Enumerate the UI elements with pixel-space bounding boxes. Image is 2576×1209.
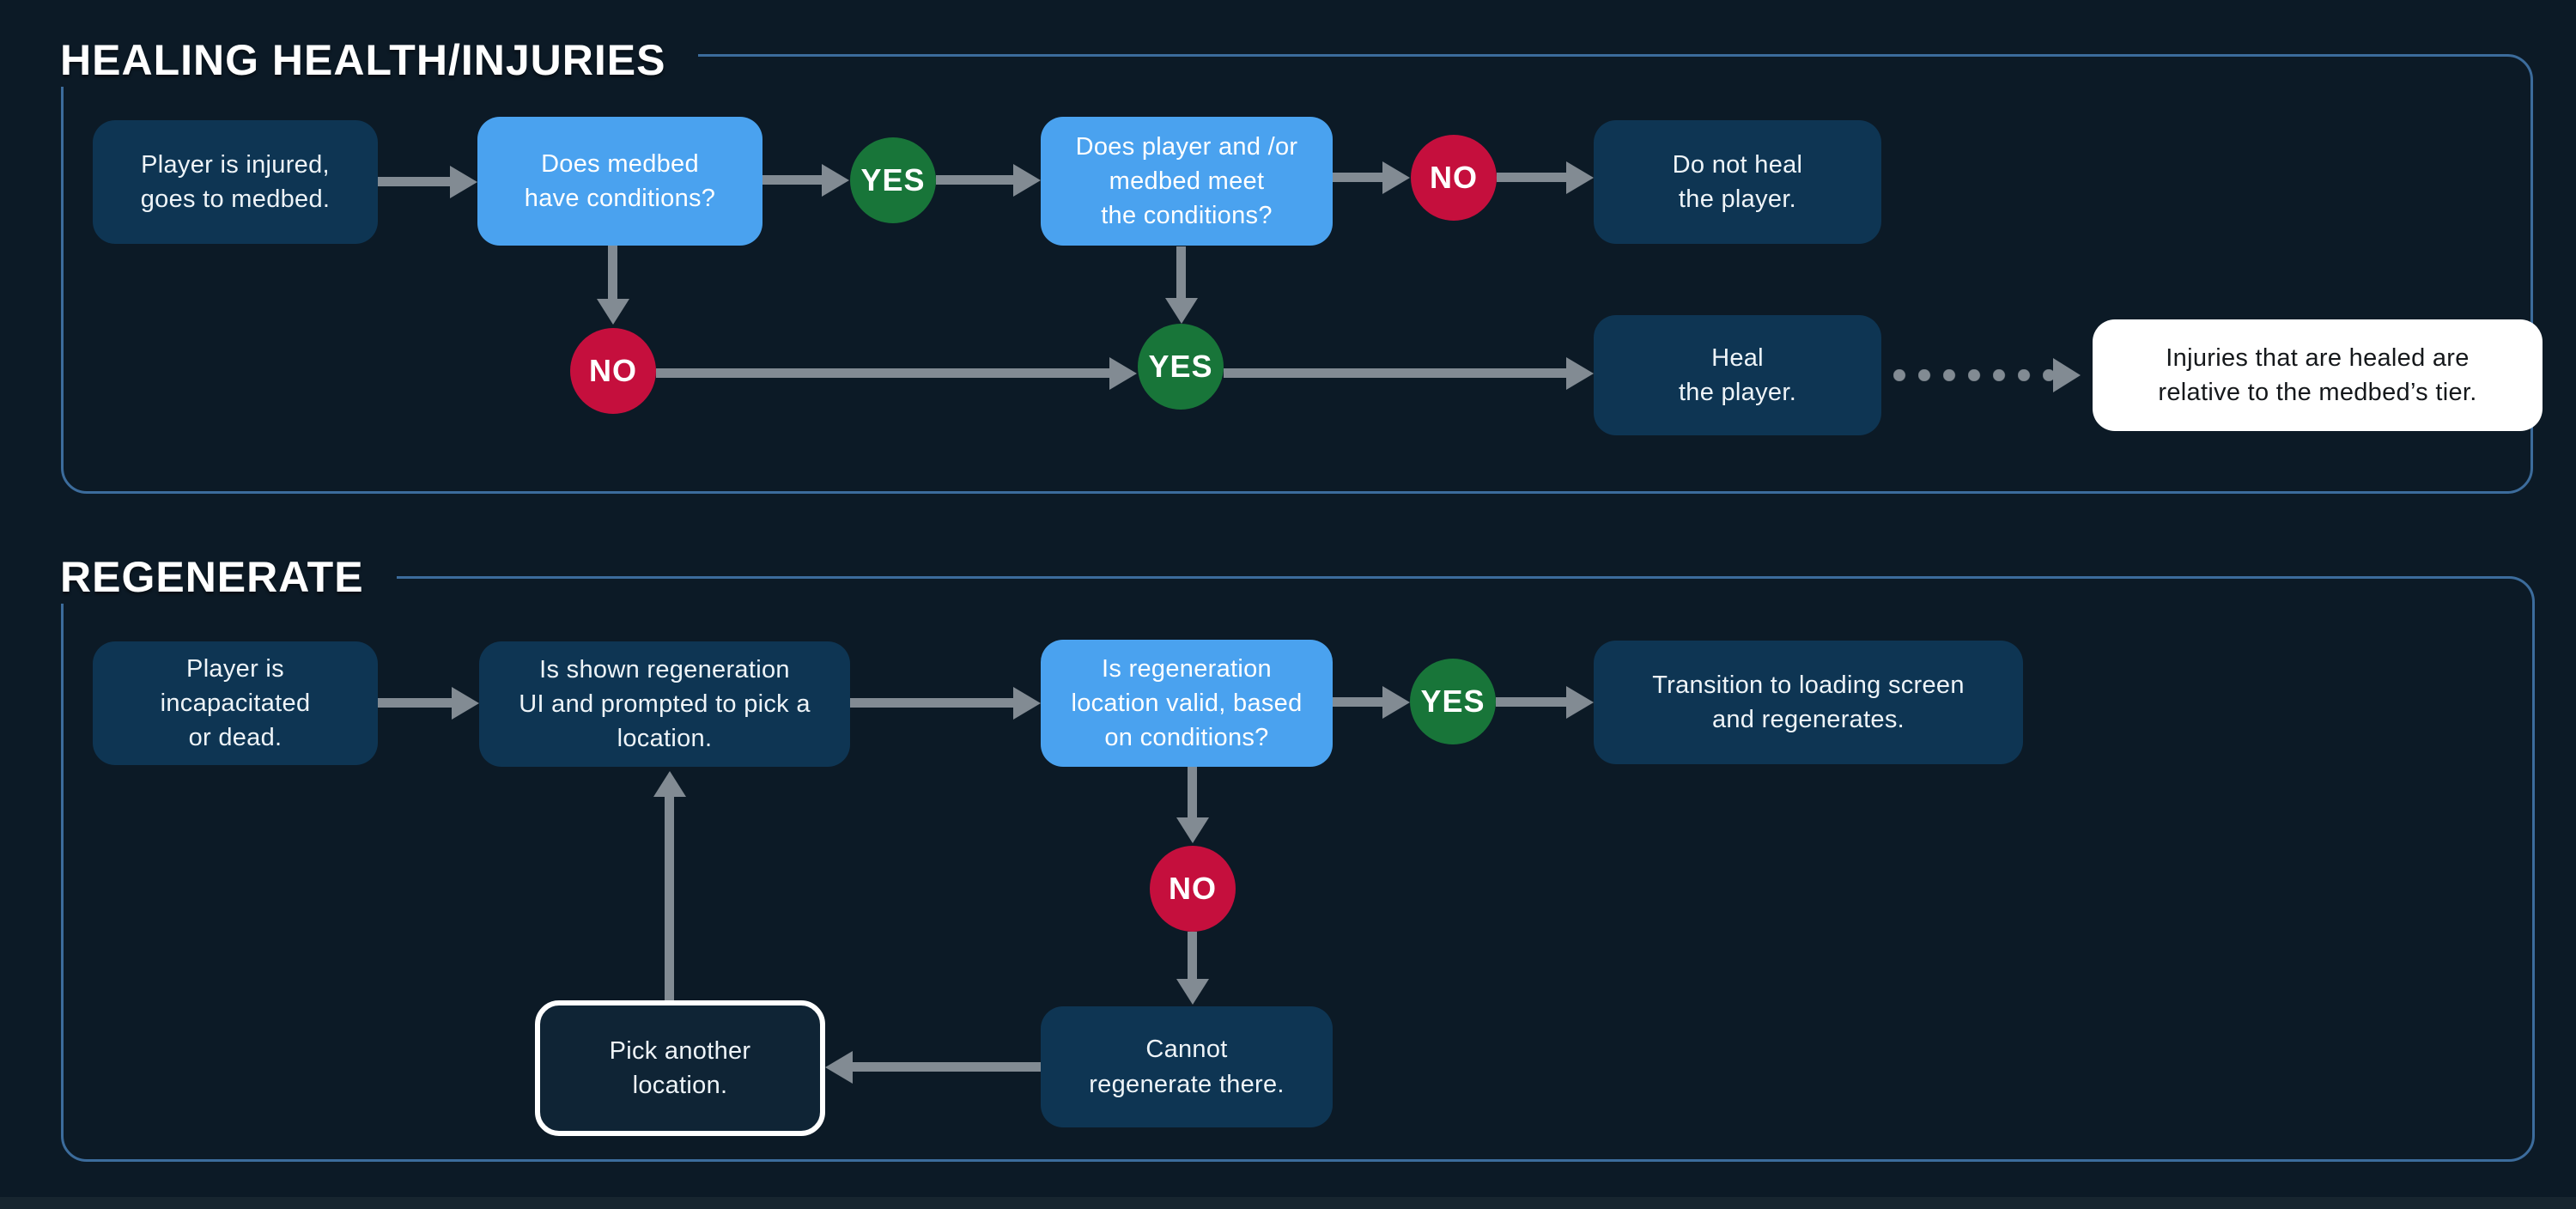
node-heal-player: Heal the player.	[1594, 315, 1881, 435]
badge-no-top: NO	[1411, 135, 1497, 221]
node-label: Player is incapacitated or dead.	[160, 654, 311, 751]
note-injuries-relative-to-tier: Injuries that are healed are relative to…	[2093, 319, 2543, 431]
node-label: Pick another location.	[609, 1036, 751, 1099]
node-label: Is regeneration location valid, based on…	[1071, 654, 1303, 751]
node-transition-loading: Transition to loading screen and regener…	[1594, 641, 2023, 764]
arrow-incapacitated-to-ui	[378, 698, 452, 708]
node-label: Does player and /or medbed meet the cond…	[1075, 132, 1298, 229]
badge-yes-top: YES	[850, 137, 936, 223]
badge-label: YES	[860, 162, 926, 197]
node-label: Transition to loading screen and regener…	[1652, 671, 1965, 733]
badge-yes-regenerate: YES	[1410, 659, 1496, 744]
badge-label: YES	[1420, 683, 1485, 719]
arrow-yes-to-transition	[1496, 697, 1566, 707]
arrow-injured-to-medbed-conditions	[378, 177, 450, 186]
badge-no-bottom: NO	[570, 328, 656, 414]
node-label: Is shown regeneration UI and prompted to…	[519, 655, 811, 752]
arrow-dotted-heal-to-note	[1893, 369, 2053, 381]
panel-regenerate	[61, 576, 2535, 1162]
section-title-regenerate: REGENERATE	[48, 550, 397, 604]
node-label: Does medbed have conditions?	[524, 149, 716, 212]
node-do-not-heal: Do not heal the player.	[1594, 120, 1881, 244]
decision-regeneration-location-valid: Is regeneration location valid, based on…	[1041, 640, 1333, 767]
decision-player-medbed-meet-conditions: Does player and /or medbed meet the cond…	[1041, 117, 1333, 246]
arrow-ui-to-location-valid	[850, 698, 1013, 708]
badge-label: NO	[1430, 160, 1478, 195]
arrow-yes-bottom-to-heal	[1224, 368, 1566, 378]
node-label: Heal the player.	[1678, 343, 1797, 406]
arrow-location-valid-down-to-no	[1188, 767, 1197, 817]
arrow-medbed-conditions-down-to-no	[608, 246, 617, 299]
arrow-cannot-regenerate-to-pick-another	[853, 1062, 1041, 1072]
node-label: Do not heal the player.	[1672, 150, 1803, 213]
arrow-location-valid-to-yes	[1333, 697, 1382, 707]
arrow-pick-another-up-to-ui	[665, 797, 674, 1000]
section-title-healing: HEALING HEALTH/INJURIES	[48, 33, 699, 87]
node-pick-another-location: Pick another location.	[535, 1000, 825, 1136]
badge-yes-bottom: YES	[1138, 324, 1224, 410]
node-label: Player is injured, goes to medbed.	[140, 150, 331, 213]
badge-label: NO	[589, 353, 637, 388]
bottom-strip	[0, 1197, 2576, 1209]
panel-healing	[61, 54, 2533, 494]
node-shown-regeneration-ui: Is shown regeneration UI and prompted to…	[479, 641, 850, 767]
arrow-no-bottom-to-yes-bottom	[656, 368, 1109, 378]
node-player-injured: Player is injured, goes to medbed.	[93, 120, 378, 244]
arrow-meet-conditions-to-no	[1333, 173, 1382, 182]
note-label: Injuries that are healed are relative to…	[2158, 343, 2477, 406]
arrow-yes-to-meet-conditions	[936, 175, 1013, 185]
badge-label: YES	[1148, 349, 1213, 384]
node-player-incapacitated: Player is incapacitated or dead.	[93, 641, 378, 765]
node-cannot-regenerate: Cannot regenerate there.	[1041, 1006, 1333, 1127]
badge-no-regenerate: NO	[1150, 846, 1236, 932]
arrow-medbed-conditions-to-yes	[762, 175, 822, 185]
node-label: Cannot regenerate there.	[1089, 1036, 1285, 1098]
decision-does-medbed-have-conditions: Does medbed have conditions?	[477, 117, 762, 246]
arrow-no-down-to-cannot-regenerate	[1188, 932, 1197, 979]
arrow-no-to-do-not-heal	[1497, 173, 1566, 182]
arrow-meet-conditions-down-to-yes	[1176, 246, 1186, 298]
badge-label: NO	[1169, 871, 1217, 906]
